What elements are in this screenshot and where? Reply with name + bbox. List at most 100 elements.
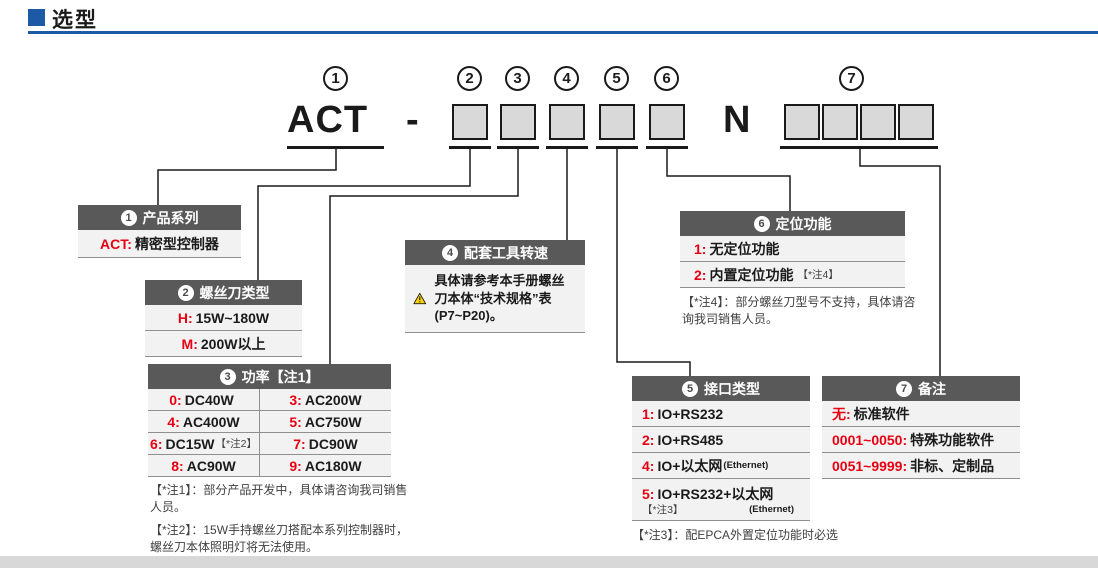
table-row: 8:AC90W 9:AC180W — [148, 455, 391, 477]
box-underline — [449, 146, 491, 149]
circled-2-badge: 2 — [177, 284, 194, 301]
table-product-series: 1 产品系列 ACT: 精密型控制器 — [78, 205, 241, 258]
callout-1: 1 — [323, 66, 348, 91]
model-prefix: ACT — [287, 99, 369, 141]
model-suffix-box-2 — [822, 104, 858, 140]
table-row: 0001~0050: 特殊功能软件 — [822, 427, 1020, 453]
cell-value: AC400W — [182, 413, 240, 430]
cell-value: DC40W — [184, 391, 234, 408]
box-underline — [596, 146, 638, 149]
table-row: 2: 内置定位功能 【*注4】 — [680, 262, 905, 288]
row-key: M: — [181, 335, 198, 352]
row-small-label: (Ethernet) — [749, 504, 794, 515]
model-digit-box-2 — [452, 104, 488, 140]
table-remarks: 7 备注 无: 标准软件 0001~0050: 特殊功能软件 0051~9999… — [822, 376, 1020, 479]
circled-6-badge: 6 — [753, 215, 770, 232]
model-dash: - — [406, 99, 420, 141]
page-title: 选型 — [52, 9, 98, 32]
cell-key: 7: — [293, 435, 306, 452]
table-row: 0:DC40W 3:AC200W — [148, 389, 391, 411]
warning-icon — [413, 292, 427, 305]
table4-title: 配套工具转速 — [464, 244, 548, 261]
row-value: 内置定位功能 — [709, 266, 794, 283]
row-key: ACT: — [100, 235, 132, 252]
cell-key: 3: — [289, 391, 302, 408]
table-row: 4: IO+以太网 (Ethernet) — [632, 453, 810, 479]
table2-title: 螺丝刀类型 — [199, 284, 270, 301]
table-row: 无: 标准软件 — [822, 401, 1020, 427]
row-value: IO+以太网 — [657, 457, 723, 474]
row-value: 特殊功能软件 — [910, 431, 995, 448]
cell-value: AC750W — [304, 413, 362, 430]
table-row: 6:DC15W【*注2】 7:DC90W — [148, 433, 391, 455]
circled-1-badge: 1 — [120, 209, 137, 226]
cell-key: 9: — [289, 457, 302, 474]
table-row: 1: IO+RS232 — [632, 401, 810, 427]
cell-value: AC90W — [186, 457, 236, 474]
cell-key: 0: — [169, 391, 182, 408]
table5-header: 5 接口类型 — [632, 376, 810, 401]
footnote-1: 【*注1】：部分产品开发中，具体请咨询我司销售人员。 — [150, 483, 408, 515]
table2-header: 2 螺丝刀类型 — [145, 280, 302, 305]
table5-title: 接口类型 — [704, 380, 760, 397]
table-row: 2: IO+RS485 — [632, 427, 810, 453]
table-row: M: 200W以上 — [145, 331, 302, 357]
cell-value: AC200W — [304, 391, 362, 408]
table-tool-speed: 4 配套工具转速 具体请参考本手册螺丝刀本体“技术规格”表(P7~P20)。 — [405, 240, 585, 333]
table-cell: 6:DC15W【*注2】 — [148, 433, 260, 454]
box-underline — [497, 146, 539, 149]
circled-4-badge: 4 — [442, 244, 458, 261]
model-digit-box-5 — [599, 104, 635, 140]
table-cell: 4:AC400W — [148, 411, 260, 432]
box-underline — [546, 146, 588, 149]
model-separator-n: N — [723, 99, 752, 141]
table-row: 4:AC400W 5:AC750W — [148, 411, 391, 433]
model-prefix-underline — [287, 146, 384, 149]
table-cell: 3:AC200W — [260, 389, 391, 410]
row-key: 2: — [694, 266, 707, 283]
model-suffix-box-1 — [784, 104, 820, 140]
row-key: 4: — [642, 457, 655, 474]
page-bottom-strip — [0, 556, 1098, 568]
table3-title: 功率【注1】 — [241, 368, 320, 385]
cell-value: AC180W — [304, 457, 362, 474]
row-value: IO+RS485 — [657, 431, 724, 448]
model-digit-box-6 — [649, 104, 685, 140]
footnotes-power: 【*注1】：部分产品开发中，具体请咨询我司销售人员。 【*注2】：15W手持螺丝… — [150, 482, 410, 562]
row-value: 非标、定制品 — [910, 457, 995, 474]
table-row: 1: 无定位功能 — [680, 236, 905, 262]
table3-header: 3 功率【注1】 — [148, 364, 391, 389]
warning-row: 具体请参考本手册螺丝刀本体“技术规格”表(P7~P20)。 — [405, 265, 585, 333]
circled-3-badge: 3 — [219, 368, 236, 385]
row-key: 0001~0050: — [832, 431, 908, 448]
row-noteref: 【*注4】 — [797, 269, 839, 281]
callout-6: 6 — [654, 66, 679, 91]
circled-5-badge: 5 — [682, 380, 698, 397]
model-suffix-box-3 — [860, 104, 896, 140]
table-cell: 9:AC180W — [260, 455, 391, 476]
model-digit-box-3 — [500, 104, 536, 140]
warning-text: 具体请参考本手册螺丝刀本体“技术规格”表(P7~P20)。 — [434, 273, 565, 324]
row-main-line: 5: IO+RS232+以太网 — [642, 484, 773, 504]
model-suffix-box-4 — [898, 104, 934, 140]
row-value: 无定位功能 — [709, 240, 780, 257]
cell-value: DC90W — [308, 435, 358, 452]
row-key: 1: — [642, 405, 655, 422]
cell-key: 4: — [167, 413, 180, 430]
cell-key: 8: — [171, 457, 184, 474]
table-cell: 8:AC90W — [148, 455, 260, 476]
row-key: 0051~9999: — [832, 457, 908, 474]
footnote-2: 【*注2】：15W手持螺丝刀搭配本系列控制器时，螺丝刀本体照明灯将无法使用。 — [150, 523, 409, 555]
callout-4: 4 — [554, 66, 579, 91]
row-small-label: (Ethernet) — [723, 460, 769, 471]
box-underline — [646, 146, 688, 149]
table-interface-type: 5 接口类型 1: IO+RS232 2: IO+RS485 4: IO+以太网… — [632, 376, 810, 521]
callout-5: 5 — [604, 66, 629, 91]
table-cell: 0:DC40W — [148, 389, 260, 410]
table7-header: 7 备注 — [822, 376, 1020, 401]
table-power: 3 功率【注1】 0:DC40W 3:AC200W 4:AC400W 5:AC7… — [148, 364, 391, 477]
row-value: 标准软件 — [853, 405, 910, 422]
row-key: H: — [177, 309, 193, 326]
cell-key: 6: — [150, 435, 163, 452]
cell-key: 5: — [289, 413, 302, 430]
